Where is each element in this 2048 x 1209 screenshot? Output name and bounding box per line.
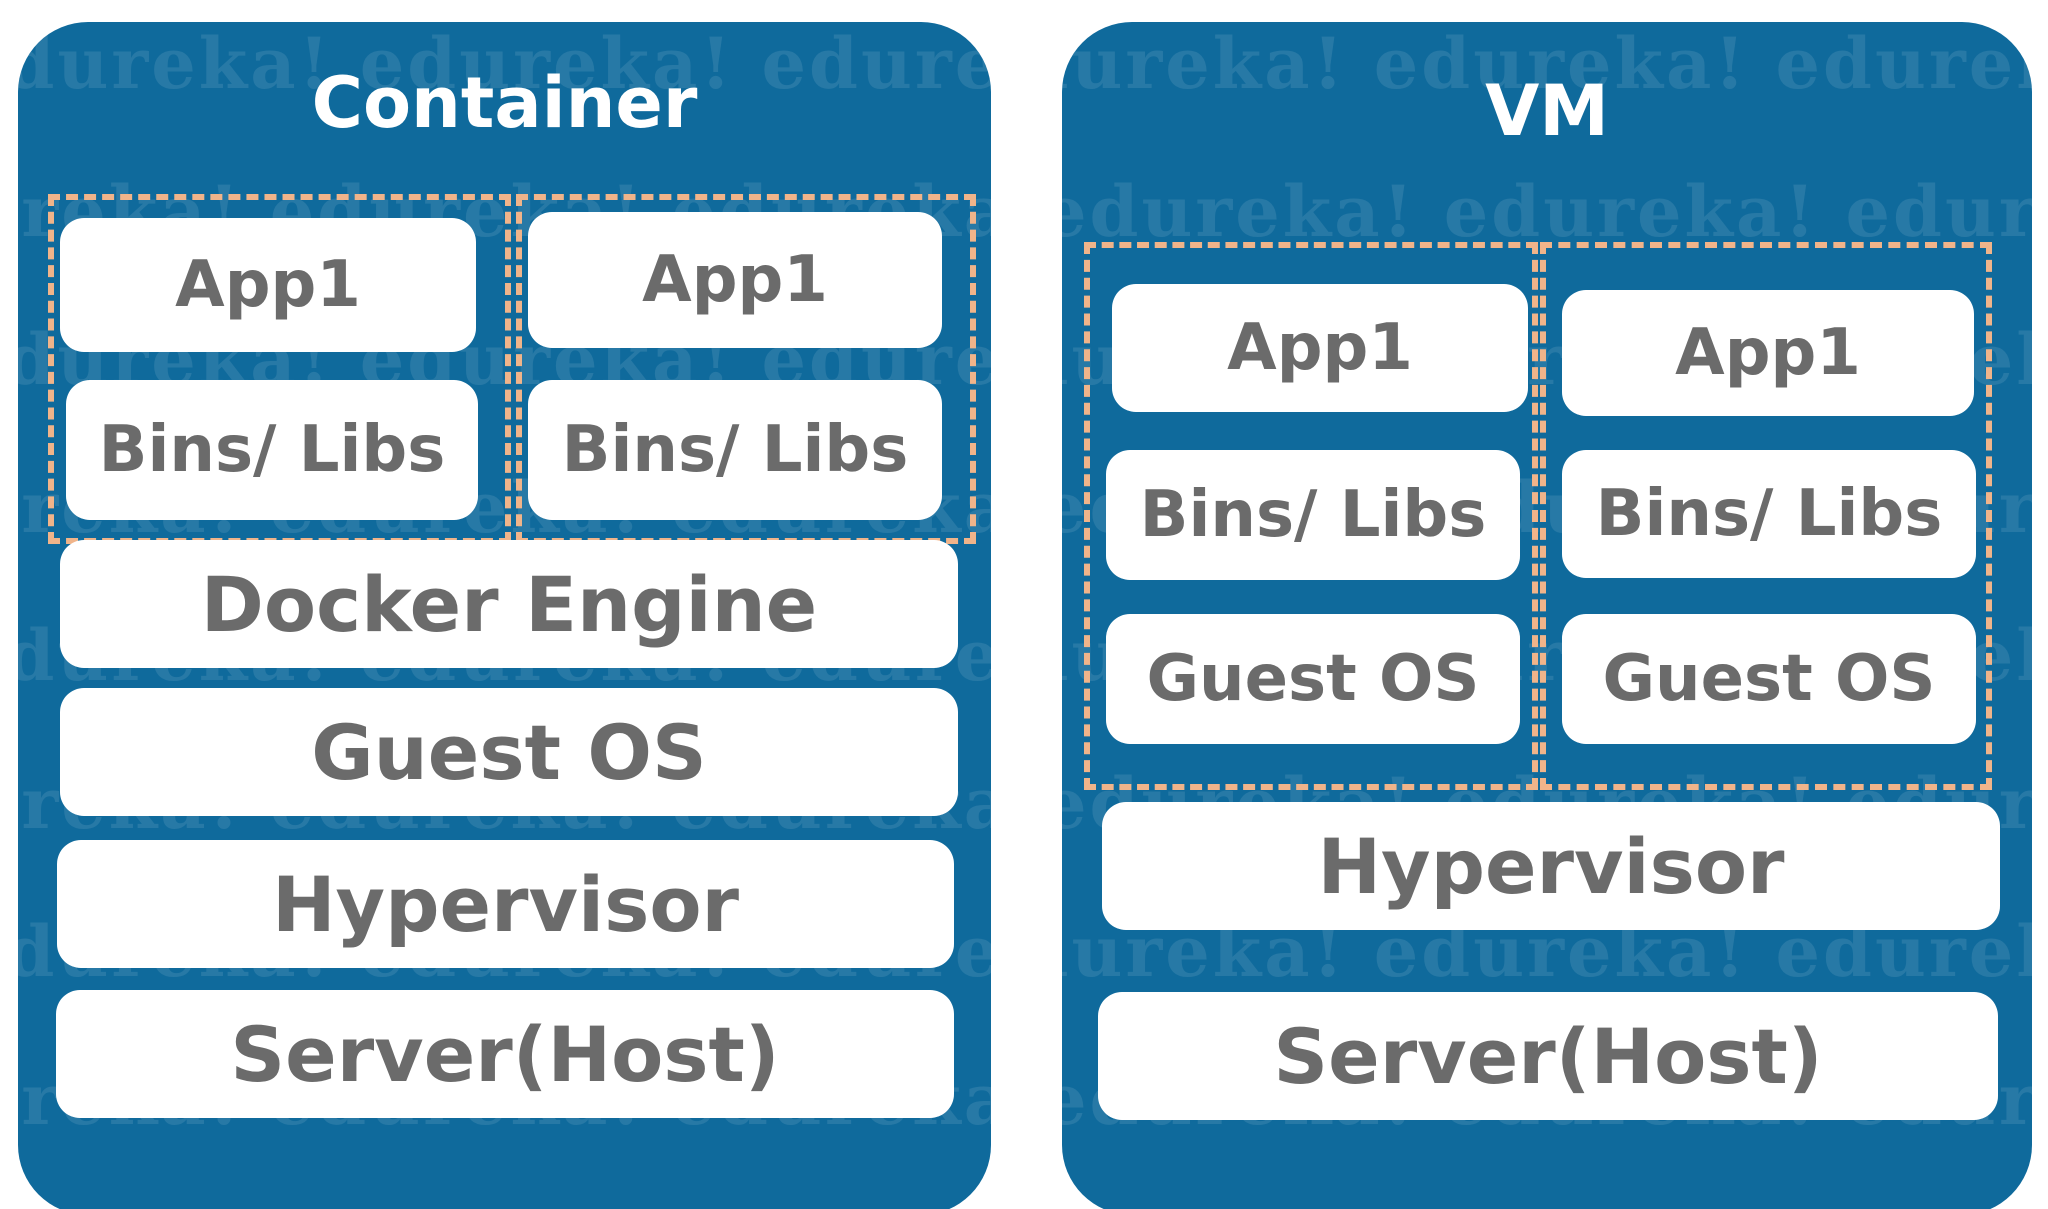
vm-bins-libs-2: Bins/ Libs xyxy=(1562,450,1976,578)
vm-group-1 xyxy=(1084,242,1538,790)
vm-group-2 xyxy=(1540,242,1992,790)
vm-guest-os-1: Guest OS xyxy=(1106,614,1520,744)
vm-bins-libs-1: Bins/ Libs xyxy=(1106,450,1520,580)
container-server-host: Server(Host) xyxy=(56,990,954,1118)
container-guest-os: Guest OS xyxy=(60,688,958,816)
container-bins-libs-2: Bins/ Libs xyxy=(528,380,942,520)
container-panel: edureka! edureka! edureka! edureka! edur… xyxy=(18,22,991,1209)
container-hypervisor: Hypervisor xyxy=(57,840,954,968)
vm-panel: edureka! edureka! edureka! edureka! edur… xyxy=(1062,22,2032,1209)
container-app-1: App1 xyxy=(60,218,476,352)
vm-app-1: App1 xyxy=(1112,284,1528,412)
vm-title: VM xyxy=(1485,70,1609,152)
container-title: Container xyxy=(311,62,698,144)
vm-guest-os-2: Guest OS xyxy=(1562,614,1976,744)
vm-server-host: Server(Host) xyxy=(1098,992,1998,1120)
container-docker-engine: Docker Engine xyxy=(60,540,958,668)
container-app-2: App1 xyxy=(528,212,942,348)
watermark-row: edureka! edureka! edureka! edureka! edur… xyxy=(1062,170,2032,253)
vm-hypervisor: Hypervisor xyxy=(1102,802,2000,930)
vm-app-2: App1 xyxy=(1562,290,1974,416)
container-bins-libs-1: Bins/ Libs xyxy=(66,380,478,520)
